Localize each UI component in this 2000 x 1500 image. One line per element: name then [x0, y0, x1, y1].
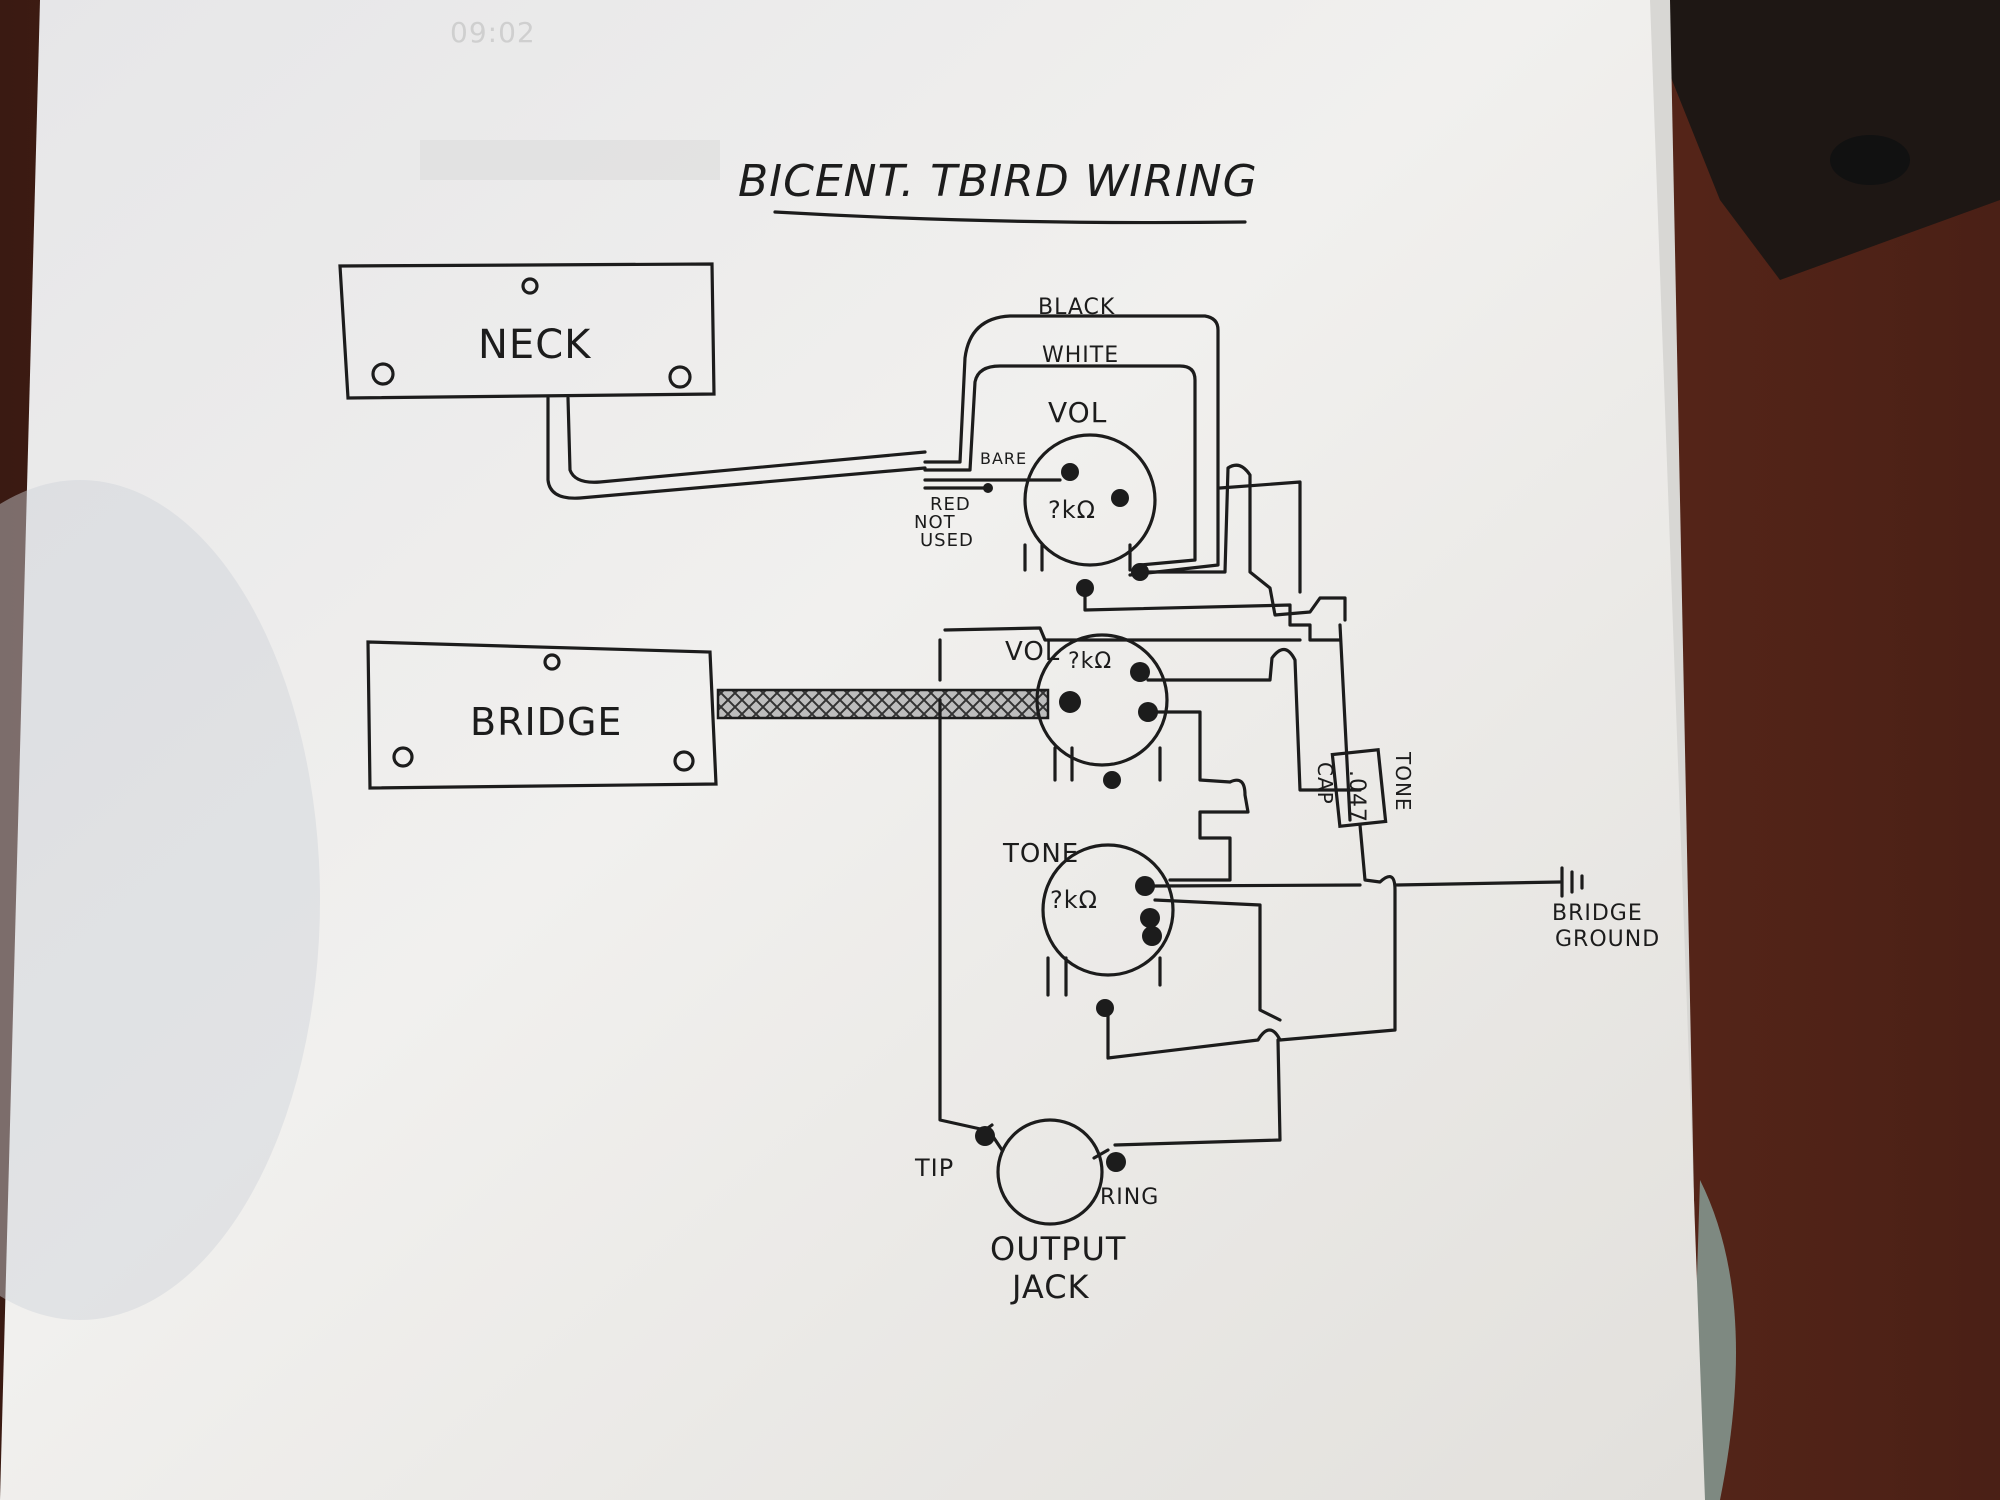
white-wire-label: WHITE: [1042, 343, 1119, 368]
tip-solder: [975, 1126, 995, 1146]
wire-neck-vol-loop: [1138, 463, 1347, 622]
paper-shadow: [0, 480, 320, 1320]
tone-pot-value: ?kΩ: [1050, 886, 1098, 914]
tone-pot-body: [1041, 843, 1175, 977]
tone-capacitor-body: [1330, 748, 1388, 828]
wire-to-bridge-ground: [1393, 880, 1562, 887]
tone-pot-label: TONE: [1002, 839, 1079, 869]
ring-solder: [1106, 1152, 1126, 1172]
bridge-volume-label: VOL: [1005, 637, 1060, 667]
bridge-mount-hole-right: [673, 750, 695, 772]
output-jack-body: [996, 1118, 1104, 1226]
wire-bridge-top: [943, 626, 1302, 642]
bridge-volume-lug: [1103, 771, 1121, 789]
faint-header-text: 09:02: [450, 16, 536, 49]
tone-pot-lug: [1096, 999, 1114, 1017]
neck-volume-pot: VOL ?kΩ: [1023, 396, 1157, 597]
wire-to-ring: [1113, 1038, 1282, 1147]
tone-pot-solder-3: [1142, 926, 1162, 946]
tone-pot-legs: [1046, 956, 1162, 997]
ground-icon: [1560, 866, 1584, 898]
chair-leg: [1830, 135, 1910, 185]
bridge-mount-hole-left: [392, 746, 414, 768]
output-jack: TIP RING OUTPUT JACK: [914, 1118, 1159, 1306]
neck-lead-outer-top: [546, 396, 927, 500]
ring-label: RING: [1100, 1185, 1159, 1210]
tone-pot-solder-1: [1135, 876, 1155, 896]
tone-pot-solder-2: [1140, 908, 1160, 928]
wire-bridge-vol-to-tone: [1146, 710, 1250, 882]
bridge-ground-label-1: BRIDGE: [1552, 901, 1643, 926]
bridge-volume-solder-1: [1059, 691, 1081, 713]
neck-volume-value: ?kΩ: [1048, 496, 1096, 524]
tone-capacitor: .047 TONE CAP: [1313, 748, 1415, 828]
bridge-pickup-outline: [366, 640, 718, 790]
neck-volume-solder-2: [1111, 489, 1129, 507]
output-jack-label-2: JACK: [1010, 1268, 1090, 1306]
neck-mount-hole-right: [668, 365, 692, 389]
bridge-volume-pot-legs: [1053, 746, 1162, 782]
bare-wire-label: BARE: [980, 449, 1027, 468]
tone-capacitor-value: .047: [1344, 770, 1369, 823]
bridge-volume-solder-2: [1130, 662, 1150, 682]
red-wire-label-1: RED: [930, 494, 971, 515]
bridge-volume-pot-body: [1035, 633, 1169, 767]
bridge-pickup: BRIDGE: [366, 640, 718, 790]
wire-tone-inner: [1153, 898, 1282, 1022]
neck-volume-pot-legs: [1023, 543, 1132, 572]
title-group: BICENT. TBIRD WIRING: [738, 156, 1258, 225]
neck-volume-label: VOL: [1048, 396, 1107, 429]
neck-lead-outer-bottom: [566, 396, 927, 484]
bridge-pole-screw: [543, 653, 561, 671]
neck-volume-pot-body: [1023, 433, 1157, 567]
wire-tone-to-cap: [1153, 883, 1362, 888]
title-underline: [773, 210, 1247, 225]
neck-label: NECK: [478, 322, 592, 368]
neck-pickup-outline: [338, 262, 716, 400]
red-wire-label-3: USED: [920, 530, 974, 551]
neck-pickup: NECK: [338, 262, 716, 400]
wire-left-ground-bus: [938, 638, 987, 1132]
black-wire: [923, 314, 1220, 577]
bridge-volume-value: ?kΩ: [1068, 649, 1112, 674]
wire-bridge-vol-right: [1146, 647, 1362, 792]
faint-header-block: [420, 140, 720, 180]
bridge-ground-symbol: BRIDGE GROUND: [1552, 866, 1660, 952]
wire-neck-vol-right: [1218, 480, 1302, 594]
diagram-title: BICENT. TBIRD WIRING: [738, 156, 1258, 207]
output-jack-label-1: OUTPUT: [990, 1230, 1126, 1268]
neck-volume-solder-1: [1061, 463, 1079, 481]
red-wire-end: [983, 483, 993, 493]
tip-label: TIP: [914, 1154, 954, 1182]
chair-shadow: [1640, 0, 2000, 280]
neck-mount-hole-left: [371, 362, 395, 386]
red-wire-label-2: NOT: [914, 512, 956, 533]
wire-neck-to-bridge-vol: [1083, 586, 1342, 642]
neck-pole-screw: [521, 277, 539, 295]
tone-capacitor-label-1: TONE: [1391, 751, 1415, 812]
bridge-label: BRIDGE: [470, 700, 622, 744]
bridge-braided-cable: [716, 688, 1050, 720]
bridge-ground-label-2: GROUND: [1555, 927, 1660, 952]
tone-pot: TONE ?kΩ: [1002, 839, 1175, 1017]
wire-to-cap: [1338, 623, 1352, 822]
white-wire: [923, 364, 1197, 567]
tone-capacitor-label-2: CAP: [1313, 762, 1337, 805]
wire-cap-ground-return: [1106, 823, 1397, 1060]
